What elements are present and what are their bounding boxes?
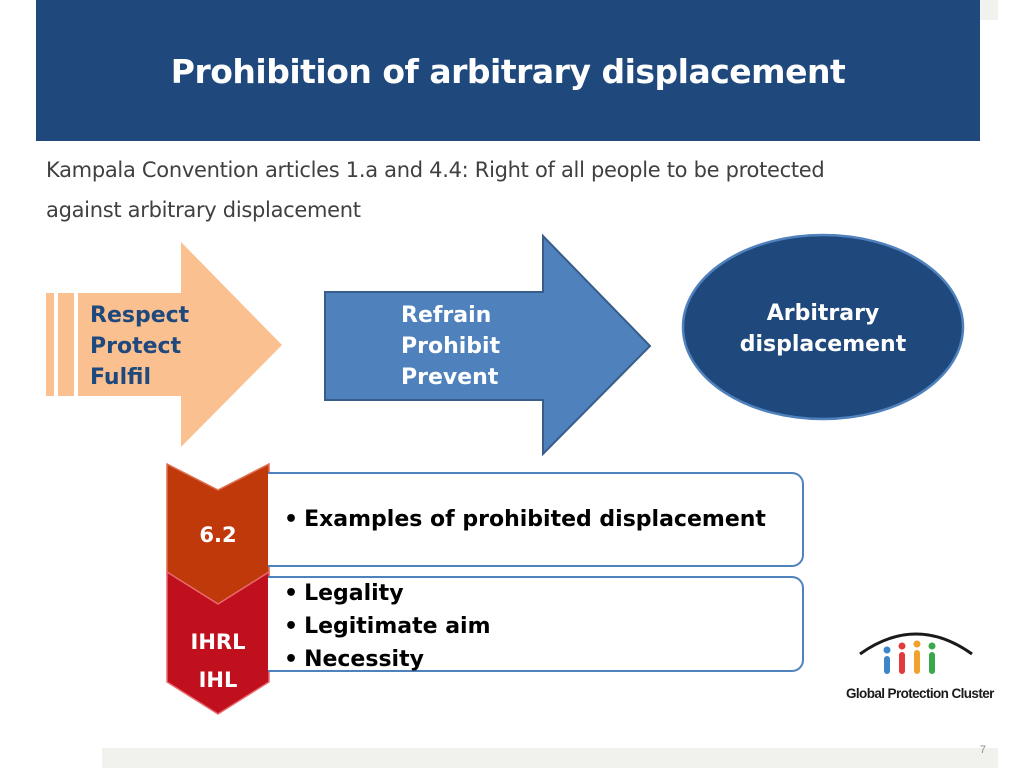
corner-tab [980, 0, 998, 20]
logo-arc [859, 632, 973, 656]
title-bar [36, 0, 980, 141]
subtitle-line-2: against arbitrary displacement [46, 198, 361, 222]
logo-figure-1 [883, 646, 891, 674]
logo-figure-2 [898, 642, 906, 674]
label-respect: Respect [90, 303, 190, 328]
bullet-examples: Examples of prohibited displacement [284, 505, 766, 535]
subtitle-line-1: Kampala Convention articles 1.a and 4.4:… [46, 158, 825, 182]
chevron-label-ihl: IHL [198, 668, 238, 692]
chevron-label-ihrl: IHRL [190, 630, 246, 654]
bullet-legality: Legality [284, 577, 491, 610]
arrow-stripe-1 [46, 293, 54, 396]
chevron-label-ihrl-ihl: IHRL IHL [166, 623, 270, 699]
people-figures-icon [859, 632, 973, 674]
logo-text: Global Protection Cluster [846, 686, 994, 701]
obligations-arrow [46, 242, 282, 447]
page-title: Prohibition of arbitrary displacement [170, 52, 846, 91]
logo-figure-3 [913, 640, 921, 674]
label-fulfil: Fulfil [90, 365, 151, 390]
arrow-stripe-2 [58, 293, 74, 396]
label-refrain: Refrain [401, 303, 492, 328]
outcome-label: Arbitrary displacement [700, 298, 946, 360]
footer-bar [102, 748, 998, 768]
obligations-arrow-body [78, 242, 282, 447]
row-2-bullets: Legality Legitimate aim Necessity [284, 577, 491, 676]
row-1-bullets: Examples of prohibited displacement [284, 505, 766, 535]
outcome-line-1: Arbitrary [766, 301, 880, 326]
label-prevent: Prevent [401, 365, 499, 390]
obligations-labels: Respect Protect Fulfil [90, 300, 189, 393]
outcome-ellipse [681, 233, 965, 421]
actions-labels: Refrain Prohibit Prevent [401, 300, 500, 393]
logo-figure-4 [928, 642, 936, 674]
bullet-necessity: Necessity [284, 643, 491, 676]
actions-arrow [324, 233, 652, 457]
chevron-label-6-2: 6.2 [199, 523, 237, 547]
chevron-ihrl-ihl [166, 570, 270, 715]
page-number: 7 [979, 744, 986, 756]
subtitle: Kampala Convention articles 1.a and 4.4:… [46, 150, 946, 230]
bullet-legitimate-aim: Legitimate aim [284, 610, 490, 643]
label-prohibit: Prohibit [401, 334, 501, 359]
outcome-line-2: displacement [739, 332, 907, 357]
label-protect: Protect [90, 334, 182, 359]
